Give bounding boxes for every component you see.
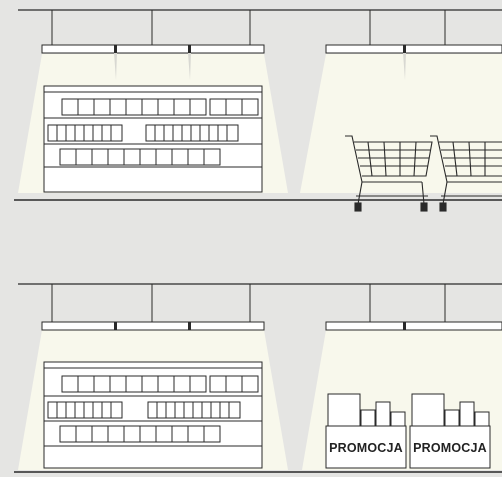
promo-label: PROMOCJA xyxy=(329,441,403,455)
shelf-unit xyxy=(43,361,263,469)
promo-stand: PROMOCJA xyxy=(325,393,407,469)
bottom-row: PROMOCJA PROMOCJA xyxy=(14,283,502,473)
shopping-cart-icon xyxy=(345,135,433,212)
light-beam xyxy=(300,54,502,193)
luminaire-left xyxy=(41,321,265,331)
luminaire-right xyxy=(325,321,502,331)
shopping-cart-icon xyxy=(430,135,502,212)
top-row xyxy=(14,9,502,212)
luminaire-right xyxy=(325,44,502,80)
luminaire-left xyxy=(41,44,265,80)
promo-stand: PROMOCJA xyxy=(409,393,491,469)
promo-label: PROMOCJA xyxy=(413,441,487,455)
shelf-unit xyxy=(43,85,263,193)
